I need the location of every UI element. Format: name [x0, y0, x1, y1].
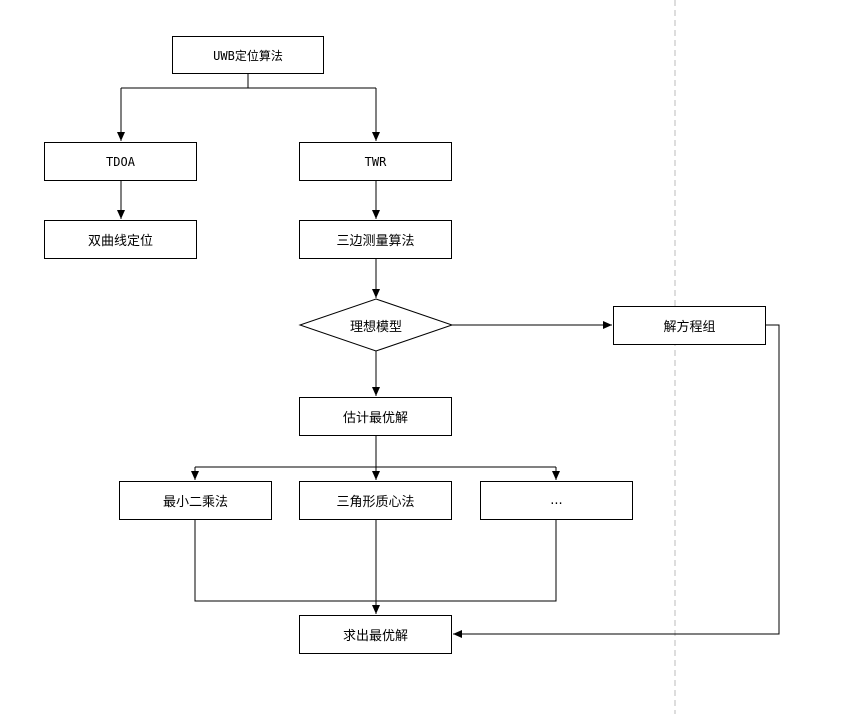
node-ideal-model: 理想模型 [320, 312, 432, 338]
node-twr-label: TWR [364, 154, 387, 169]
node-estimate-optimal-label: 估计最优解 [342, 411, 408, 426]
node-uwb-algorithm: UWB定位算法 [172, 36, 324, 74]
node-twr: TWR [299, 142, 452, 181]
node-solve-equations: 解方程组 [613, 306, 766, 345]
node-hyperbolic-label: 双曲线定位 [87, 234, 153, 249]
node-hyperbolic: 双曲线定位 [44, 220, 197, 259]
node-least-squares-label: 最小二乘法 [162, 495, 228, 510]
node-tdoa: TDOA [44, 142, 197, 181]
node-ellipsis-label: ... [550, 493, 563, 508]
node-ellipsis: ... [480, 481, 633, 520]
node-trilateration: 三边测量算法 [299, 220, 452, 259]
edge-estimate-split [195, 436, 556, 468]
node-tdoa-label: TDOA [106, 154, 135, 169]
node-least-squares: 最小二乘法 [119, 481, 272, 520]
node-uwb-algorithm-label: UWB定位算法 [213, 48, 283, 63]
node-estimate-optimal: 估计最优解 [299, 397, 452, 436]
node-triangle-centroid-label: 三角形质心法 [336, 495, 415, 510]
node-solve-equations-label: 解方程组 [663, 320, 716, 335]
node-ideal-model-label: 理想模型 [349, 319, 402, 335]
node-triangle-centroid: 三角形质心法 [299, 481, 452, 520]
node-trilateration-label: 三边测量算法 [336, 234, 415, 249]
node-find-optimal: 求出最优解 [299, 615, 452, 654]
edge-solve-find [453, 324, 780, 638]
edge-root-split [121, 74, 376, 89]
node-find-optimal-label: 求出最优解 [342, 629, 408, 644]
